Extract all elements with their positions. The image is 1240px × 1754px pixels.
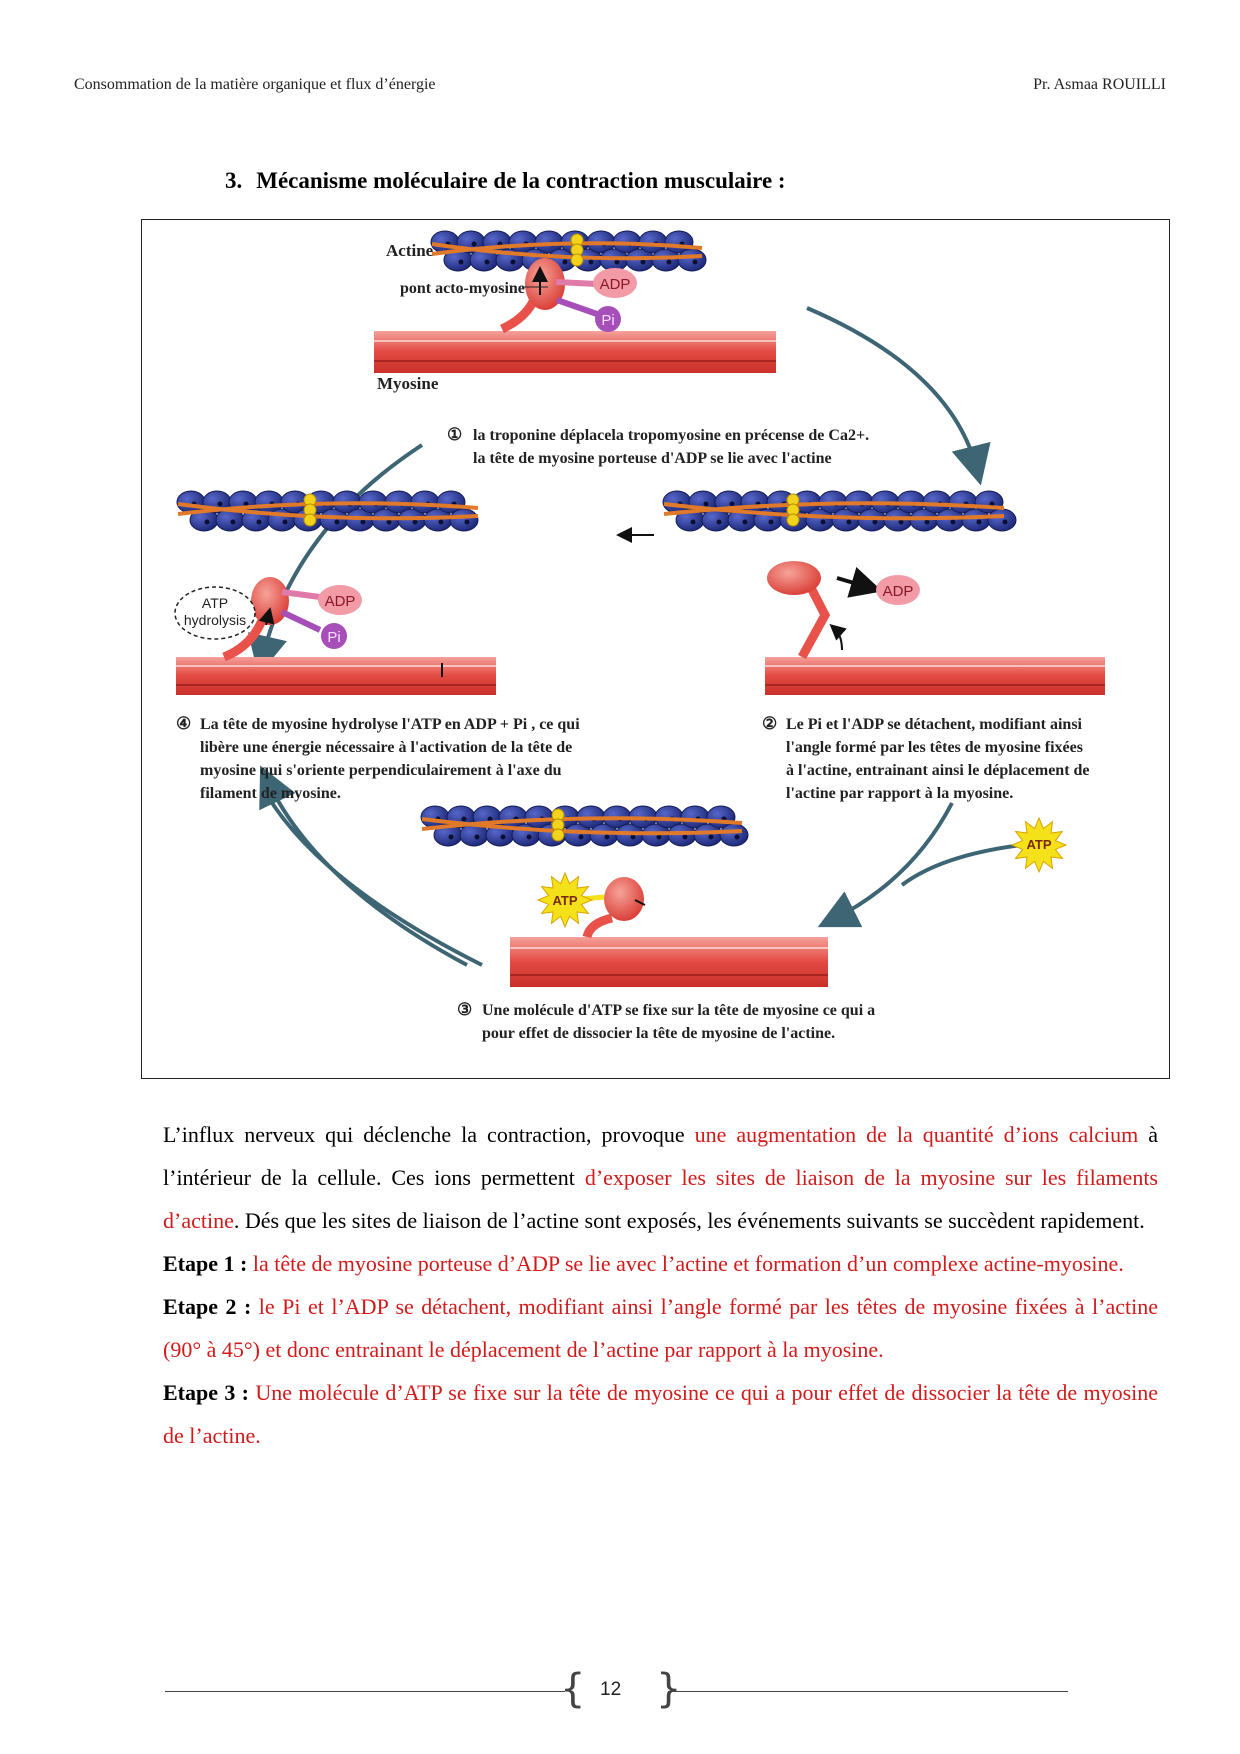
myosin-head	[251, 577, 289, 625]
intro-text-d: d’exposer les sites de liaison de la myo…	[163, 1165, 1158, 1233]
adp-bubble	[876, 575, 920, 605]
atp-label: ATP	[552, 893, 577, 908]
troponin-complex	[551, 808, 565, 842]
step3-caption-line2: pour effet de dissocier la tête de myosi…	[482, 1025, 835, 1042]
panel-step-4: ADP Pi ATP hydrolysis ④ La tête de myosi…	[174, 490, 580, 802]
panel-step-3: ATP ATP ③ Une molécule d'ATP se fixe sur…	[420, 805, 1068, 1042]
adp-bubble	[593, 268, 637, 298]
adp-label: ADP	[325, 593, 356, 610]
header-left: Consommation de la matière organique et …	[74, 76, 436, 93]
pi-bubble	[321, 623, 347, 649]
atp-star	[536, 871, 594, 929]
footer-rule-left	[165, 1691, 565, 1692]
step4-caption-line4: filament de myosine.	[200, 785, 341, 802]
section-title: Mécanisme moléculaire de la contraction …	[256, 168, 786, 193]
myosin-neck	[582, 913, 614, 939]
actin-bead	[677, 248, 707, 272]
section-number: 3.	[225, 168, 243, 193]
intro-paragraph: L’influx nerveux qui déclenche la contra…	[163, 1113, 1158, 1242]
section-heading: 3. Mécanisme moléculaire de la contractio…	[225, 168, 786, 194]
tropomyosin-strand	[663, 502, 1005, 521]
pi-label: Pi	[327, 629, 340, 646]
step4-caption-line3: myosine qui s'oriente perpendiculairemen…	[200, 762, 562, 779]
footer-rule-right	[668, 1691, 1068, 1692]
step2-caption-num: ②	[762, 714, 777, 733]
tropomyosin-strand	[421, 817, 743, 836]
actin-filament	[662, 490, 1017, 532]
step2-caption-line3: à l'actine, entrainant ainsi le déplacem…	[786, 762, 1090, 779]
adp-label: ADP	[600, 276, 631, 293]
step-3-paragraph: Etape 3 : Une molécule d’ATP se fixe sur…	[163, 1371, 1158, 1457]
step3-caption-num: ③	[457, 1000, 472, 1019]
step3-caption-line1: Une molécule d'ATP se fixe sur la tête d…	[482, 1002, 875, 1019]
myosin-head	[767, 561, 821, 595]
step1-caption-line1: la troponine déplacela tropomyosine en p…	[473, 427, 869, 444]
adp-label: ADP	[883, 583, 914, 600]
step-2-label: Etape 2 :	[163, 1294, 252, 1319]
actin-bead	[719, 823, 749, 847]
body-text: L’influx nerveux qui déclenche la contra…	[163, 1113, 1158, 1457]
cycle-arrow-2-to-3	[817, 802, 954, 928]
troponin-complex	[786, 493, 800, 527]
actin-filament	[430, 230, 707, 272]
page-number: 12	[600, 1679, 622, 1700]
pi-label: Pi	[601, 312, 614, 329]
actin-filament	[420, 805, 749, 847]
atp-hydrolysis-label2: hydrolysis	[184, 612, 246, 628]
myosin-filament	[176, 657, 496, 695]
myosin-head	[604, 877, 644, 921]
troponin-complex	[570, 233, 584, 267]
cycle-arrow-3-to-4-head	[259, 765, 468, 967]
step1-caption-line2: la tête de myosine porteuse d'ADP se lie…	[473, 450, 832, 467]
myosin-neck	[798, 577, 831, 660]
intro-text-a: L’influx nerveux qui déclenche la contra…	[163, 1122, 695, 1147]
tropomyosin-strand	[431, 242, 703, 261]
cross-bridge-cycle-diagram: ADP Pi Actine pont acto-myosine Myosine …	[174, 230, 1105, 1042]
step2-caption-line1: Le Pi et l'ADP se détachent, modifiant a…	[786, 716, 1083, 733]
step4-caption-line1: La tête de myosine hydrolyse l'ATP en AD…	[200, 716, 580, 733]
step2-caption-line4: l'actine par rapport à la myosine.	[786, 785, 1013, 802]
footer-bracket-right: }	[656, 1666, 682, 1712]
step-3-label: Etape 3 :	[163, 1380, 250, 1405]
cross-bridge-cycle-figure: ADP Pi Actine pont acto-myosine Myosine …	[141, 219, 1170, 1079]
panel-step-1: ADP Pi Actine pont acto-myosine Myosine …	[374, 230, 869, 467]
intro-text-c: à l’intérieur de la cellule. Ces ions pe…	[163, 1122, 1159, 1190]
intro-text-b: une augmentation de la quantité d’ions c…	[694, 1122, 1139, 1147]
step-2-paragraph: Etape 2 : le Pi et l’ADP se détachent, m…	[163, 1285, 1158, 1371]
step4-caption-num: ④	[176, 714, 191, 733]
step-1-text: la tête de myosine porteuse d’ADP se lie…	[252, 1251, 1124, 1276]
actine-label: Actine	[386, 241, 434, 260]
panel-step-2: ADP ② Le Pi et l'ADP se détachent, modif…	[662, 490, 1105, 802]
myosin-filament	[510, 937, 828, 987]
myosine-label: Myosine	[377, 374, 439, 393]
pi-bubble	[595, 306, 621, 332]
atp-hydrolysis-bubble	[174, 586, 256, 640]
step2-caption-line2: l'angle formé par les têtes de myosine f…	[786, 739, 1083, 756]
tropomyosin-strand	[177, 502, 479, 521]
step1-caption-num: ①	[447, 425, 462, 444]
atp-input-arrow	[900, 843, 1023, 887]
adp-bubble	[318, 585, 362, 615]
actin-bead	[449, 508, 479, 532]
intro-text-e: . Dés que les sites de liaison de l’acti…	[233, 1208, 1145, 1233]
troponin-complex	[303, 493, 317, 527]
pont-label: pont acto-myosine	[400, 280, 525, 297]
atp-hydrolysis-label1: ATP	[202, 595, 228, 611]
cycle-arrow-1-to-2	[806, 306, 991, 486]
step-2-text: le Pi et l’ADP se détachent, modifiant a…	[163, 1294, 1158, 1362]
actin-filament	[176, 490, 479, 532]
footer-bracket-left: {	[560, 1666, 586, 1712]
header-right: Pr. Asmaa ROUILLI	[1033, 76, 1166, 93]
page-footer: { 12 }	[0, 1666, 1240, 1712]
step-1-paragraph: Etape 1 : la tête de myosine porteuse d’…	[163, 1242, 1158, 1285]
step-1-label: Etape 1 :	[163, 1251, 248, 1276]
atp-star	[1010, 816, 1068, 874]
actin-bead	[987, 508, 1017, 532]
myosin-filament	[374, 331, 776, 373]
step4-caption-line2: libère une énergie nécessaire à l'activa…	[200, 739, 572, 756]
cycle-arrow-4-to-1	[247, 443, 424, 676]
atp-label: ATP	[1026, 837, 1051, 852]
myosin-filament	[765, 657, 1105, 695]
step-3-text: Une molécule d’ATP se fixe sur la tête d…	[163, 1380, 1159, 1448]
